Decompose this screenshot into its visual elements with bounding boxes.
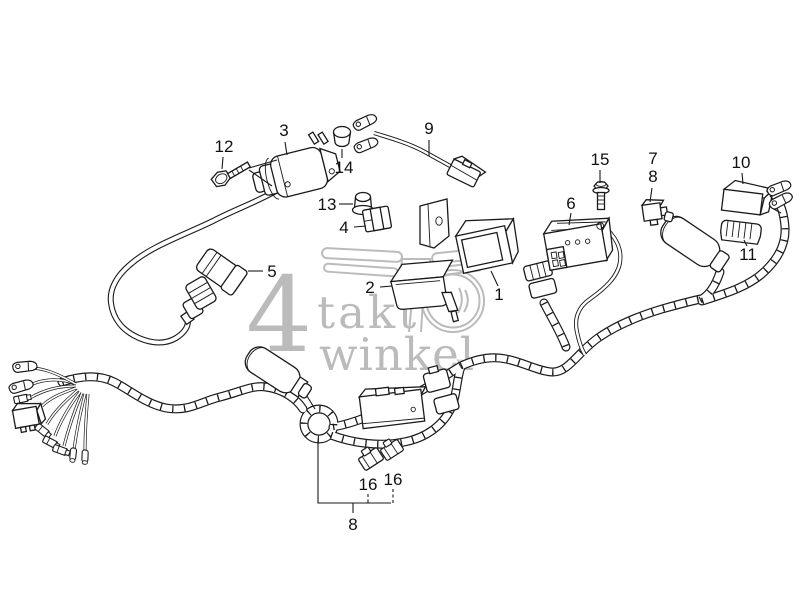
- sub-harness-9: [351, 112, 487, 188]
- mounting-bolt-12: [210, 161, 252, 188]
- fuse-box: [357, 386, 427, 430]
- fan-relay-connector: [11, 401, 47, 434]
- spark-plug-wire: [107, 188, 278, 346]
- regulator-rectifier-6: [542, 216, 614, 271]
- regulator-wire: [573, 223, 623, 357]
- bracket-lines: [317, 441, 394, 513]
- flange-bolt-15: [592, 181, 610, 211]
- coil-bracket-4: [361, 198, 450, 249]
- leader-lines: [221, 140, 748, 288]
- ring-terminals: [765, 179, 796, 214]
- cdi-unit-2: [389, 259, 460, 323]
- harness-connector-pair: [523, 260, 558, 299]
- nut-14: [332, 125, 352, 148]
- relay-connector-1: [454, 216, 519, 275]
- condenser-cylinder: [244, 346, 316, 410]
- relay-7-8: [640, 199, 669, 227]
- harness-connectors: [422, 364, 460, 415]
- left-connector-fan: [7, 359, 90, 465]
- assembly-lines: [248, 159, 278, 187]
- rubber-cover-10: [720, 179, 775, 216]
- ignition-coil: [252, 131, 341, 200]
- winker-relay-cylinder: [660, 211, 730, 273]
- connector-11: [720, 219, 762, 245]
- spark-plug-cap: [182, 248, 248, 320]
